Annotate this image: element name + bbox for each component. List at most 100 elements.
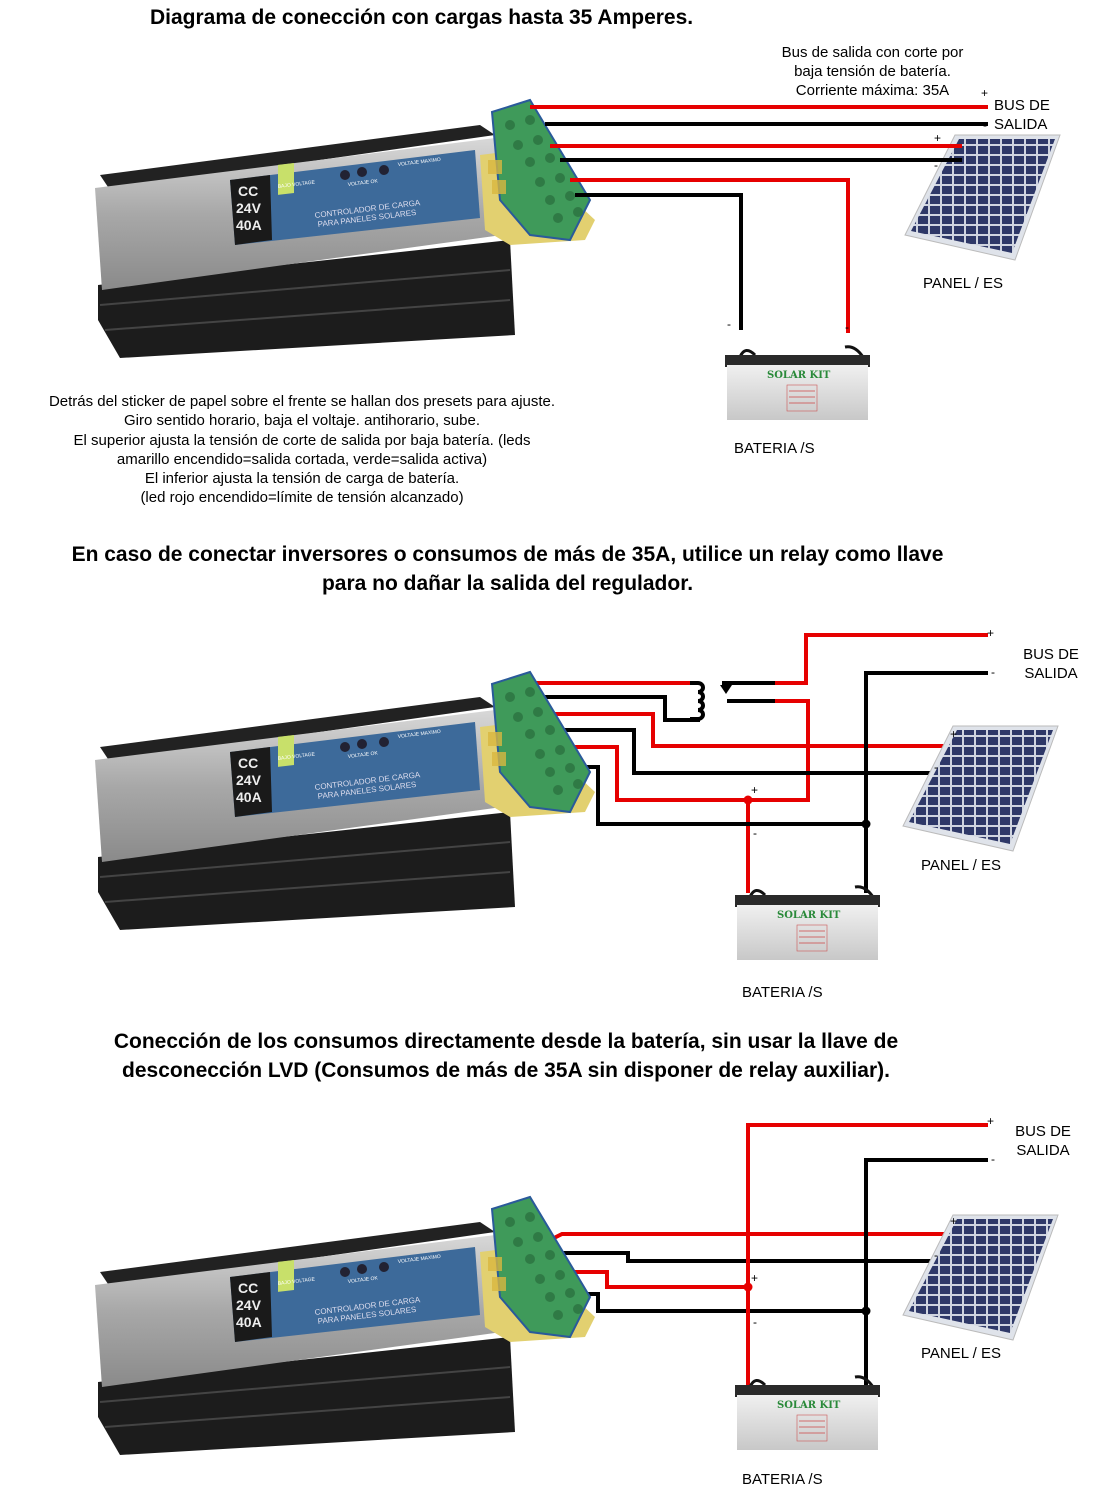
relay-battery-wire <box>748 699 810 802</box>
charge-controller: CC 24V 40A BAJO VOLTAGE VOLTAJE OK VOLTA… <box>95 98 595 358</box>
panel-label: PANEL / ES <box>923 275 1004 292</box>
section-1-title: Diagrama de conección con cargas hasta 3… <box>150 6 694 29</box>
rating-current: 40A <box>236 1314 262 1330</box>
plus-sign: + <box>934 131 942 145</box>
rating-cc: CC <box>238 1280 258 1296</box>
panel-positive-wire <box>549 1232 970 1242</box>
led-label-max: VOLTAJE MAXIMO <box>398 1254 442 1265</box>
bus-note-line: Corriente máxima: 35A <box>795 82 950 99</box>
panel-negative-wire <box>555 1251 948 1263</box>
minus-sign: - <box>753 826 757 840</box>
junction-dot <box>861 819 871 829</box>
battery-positive-wire <box>570 178 850 333</box>
wires-section-2 <box>527 633 988 893</box>
plus-sign: + <box>987 1114 995 1128</box>
bus-label-line: SALIDA <box>1024 665 1078 682</box>
junction-dot <box>743 1282 753 1292</box>
battery-label: BATERIA /S <box>734 440 815 457</box>
plus-sign: + <box>751 1271 759 1285</box>
led-label-ok: VOLTAJE OK <box>348 178 379 188</box>
minus-sign: - <box>983 118 987 132</box>
rating-voltage: 24V <box>236 200 262 216</box>
rating-current: 40A <box>236 217 262 233</box>
battery-label: BATERIA /S <box>742 984 823 1001</box>
minus-sign: - <box>991 665 995 679</box>
relay-contact <box>720 685 732 694</box>
section-3-title: Conección de los consumos directamente d… <box>0 1027 1012 1085</box>
bus-label-line: BUS DE <box>994 97 1050 114</box>
battery: SOLAR KIT <box>735 1375 880 1450</box>
bus-label: BUS DE SALIDA <box>994 96 1050 134</box>
battery-negative-wire <box>577 1292 866 1313</box>
panel-positive-wire <box>550 712 970 748</box>
terminal-block <box>490 98 592 242</box>
minus-sign: - <box>934 158 938 172</box>
heatsink <box>98 240 515 358</box>
battery-positive-wire <box>565 745 750 893</box>
minus-sign: - <box>727 317 731 331</box>
solar-panel <box>902 1214 1059 1341</box>
solar-panel <box>902 725 1059 852</box>
note-line: Detrás del sticker de papel sobre el fre… <box>48 393 556 410</box>
minus-sign: - <box>991 1152 995 1166</box>
plus-sign: + <box>981 86 989 100</box>
panel-label: PANEL / ES <box>921 1345 1002 1362</box>
charge-controller: CC 24V 40A BAJO VOLTAGE VOLTAJE OK VOLTA… <box>95 1195 595 1455</box>
solar-panel <box>904 134 1061 261</box>
junction-dot <box>743 795 753 805</box>
title-line: En caso de conectar inversores o consumo… <box>71 543 944 566</box>
bus-label-line: SALIDA <box>994 116 1048 133</box>
battery-brand: SOLAR KIT <box>767 370 831 381</box>
minus-sign: - <box>934 760 938 774</box>
plus-sign: + <box>751 783 759 797</box>
adjustment-notes: Detrás del sticker de papel sobre el fre… <box>0 392 604 508</box>
rating-voltage: 24V <box>236 1297 262 1313</box>
bus-positive-wire <box>746 1123 988 1385</box>
battery-brand: SOLAR KIT <box>777 1400 841 1411</box>
paper-sticker <box>278 734 294 767</box>
bus-note-line: Bus de salida con corte por <box>781 44 964 61</box>
bus-label: BUS DE SALIDA <box>1015 645 1087 683</box>
paper-sticker <box>278 162 294 195</box>
battery: SOLAR KIT <box>725 345 870 420</box>
title-line: Conección de los consumos directamente d… <box>113 1030 899 1053</box>
minus-sign: - <box>845 320 849 334</box>
led-label-ok: VOLTAJE OK <box>348 1275 379 1285</box>
rating-current: 40A <box>236 789 262 805</box>
title-line: para no dañar la salida del regulador. <box>321 572 694 595</box>
note-line: amarillo encendido=salida cortada, verde… <box>116 450 488 468</box>
plus-sign: + <box>987 626 995 640</box>
bus-note-line: baja tensión de batería. <box>794 63 951 80</box>
bus-note: Bus de salida con corte por baja tensión… <box>760 43 985 100</box>
minus-sign: - <box>753 1315 757 1329</box>
terminal-block <box>490 670 592 814</box>
heatsink <box>98 812 515 930</box>
relay-coil-negative-wire <box>535 695 700 722</box>
battery: SOLAR KIT <box>735 885 880 960</box>
rating-cc: CC <box>238 183 258 199</box>
junction-dot <box>861 1306 871 1316</box>
paper-sticker <box>278 1259 294 1292</box>
note-line: El superior ajusta la tensión de corte d… <box>73 431 531 449</box>
note-line: Giro sentido horario, baja el voltaje. a… <box>123 412 481 430</box>
battery-positive-wire <box>565 1270 748 1289</box>
led-label-max: VOLTAJE MAXIMO <box>398 157 442 168</box>
plus-sign: + <box>950 1214 958 1228</box>
minus-sign: - <box>934 1248 938 1262</box>
bus-positive-wire <box>775 633 988 685</box>
led-label-ok: VOLTAJE OK <box>348 750 379 760</box>
bus-label: BUS DE SALIDA <box>1007 1122 1079 1160</box>
note-line: (led rojo encendido=límite de tensión al… <box>140 489 464 507</box>
wires-section-1 <box>530 105 988 333</box>
battery-negative-wire <box>575 193 743 330</box>
heatsink <box>98 1337 515 1455</box>
plus-sign: + <box>950 727 958 741</box>
led-label-low: BAJO VOLTAGE <box>278 1276 316 1287</box>
panel-negative-wire <box>560 728 948 775</box>
led-label-max: VOLTAJE MAXIMO <box>398 729 442 740</box>
rating-cc: CC <box>238 755 258 771</box>
led-label-low: BAJO VOLTAGE <box>278 179 316 190</box>
led-label-low: BAJO VOLTAGE <box>278 751 316 762</box>
